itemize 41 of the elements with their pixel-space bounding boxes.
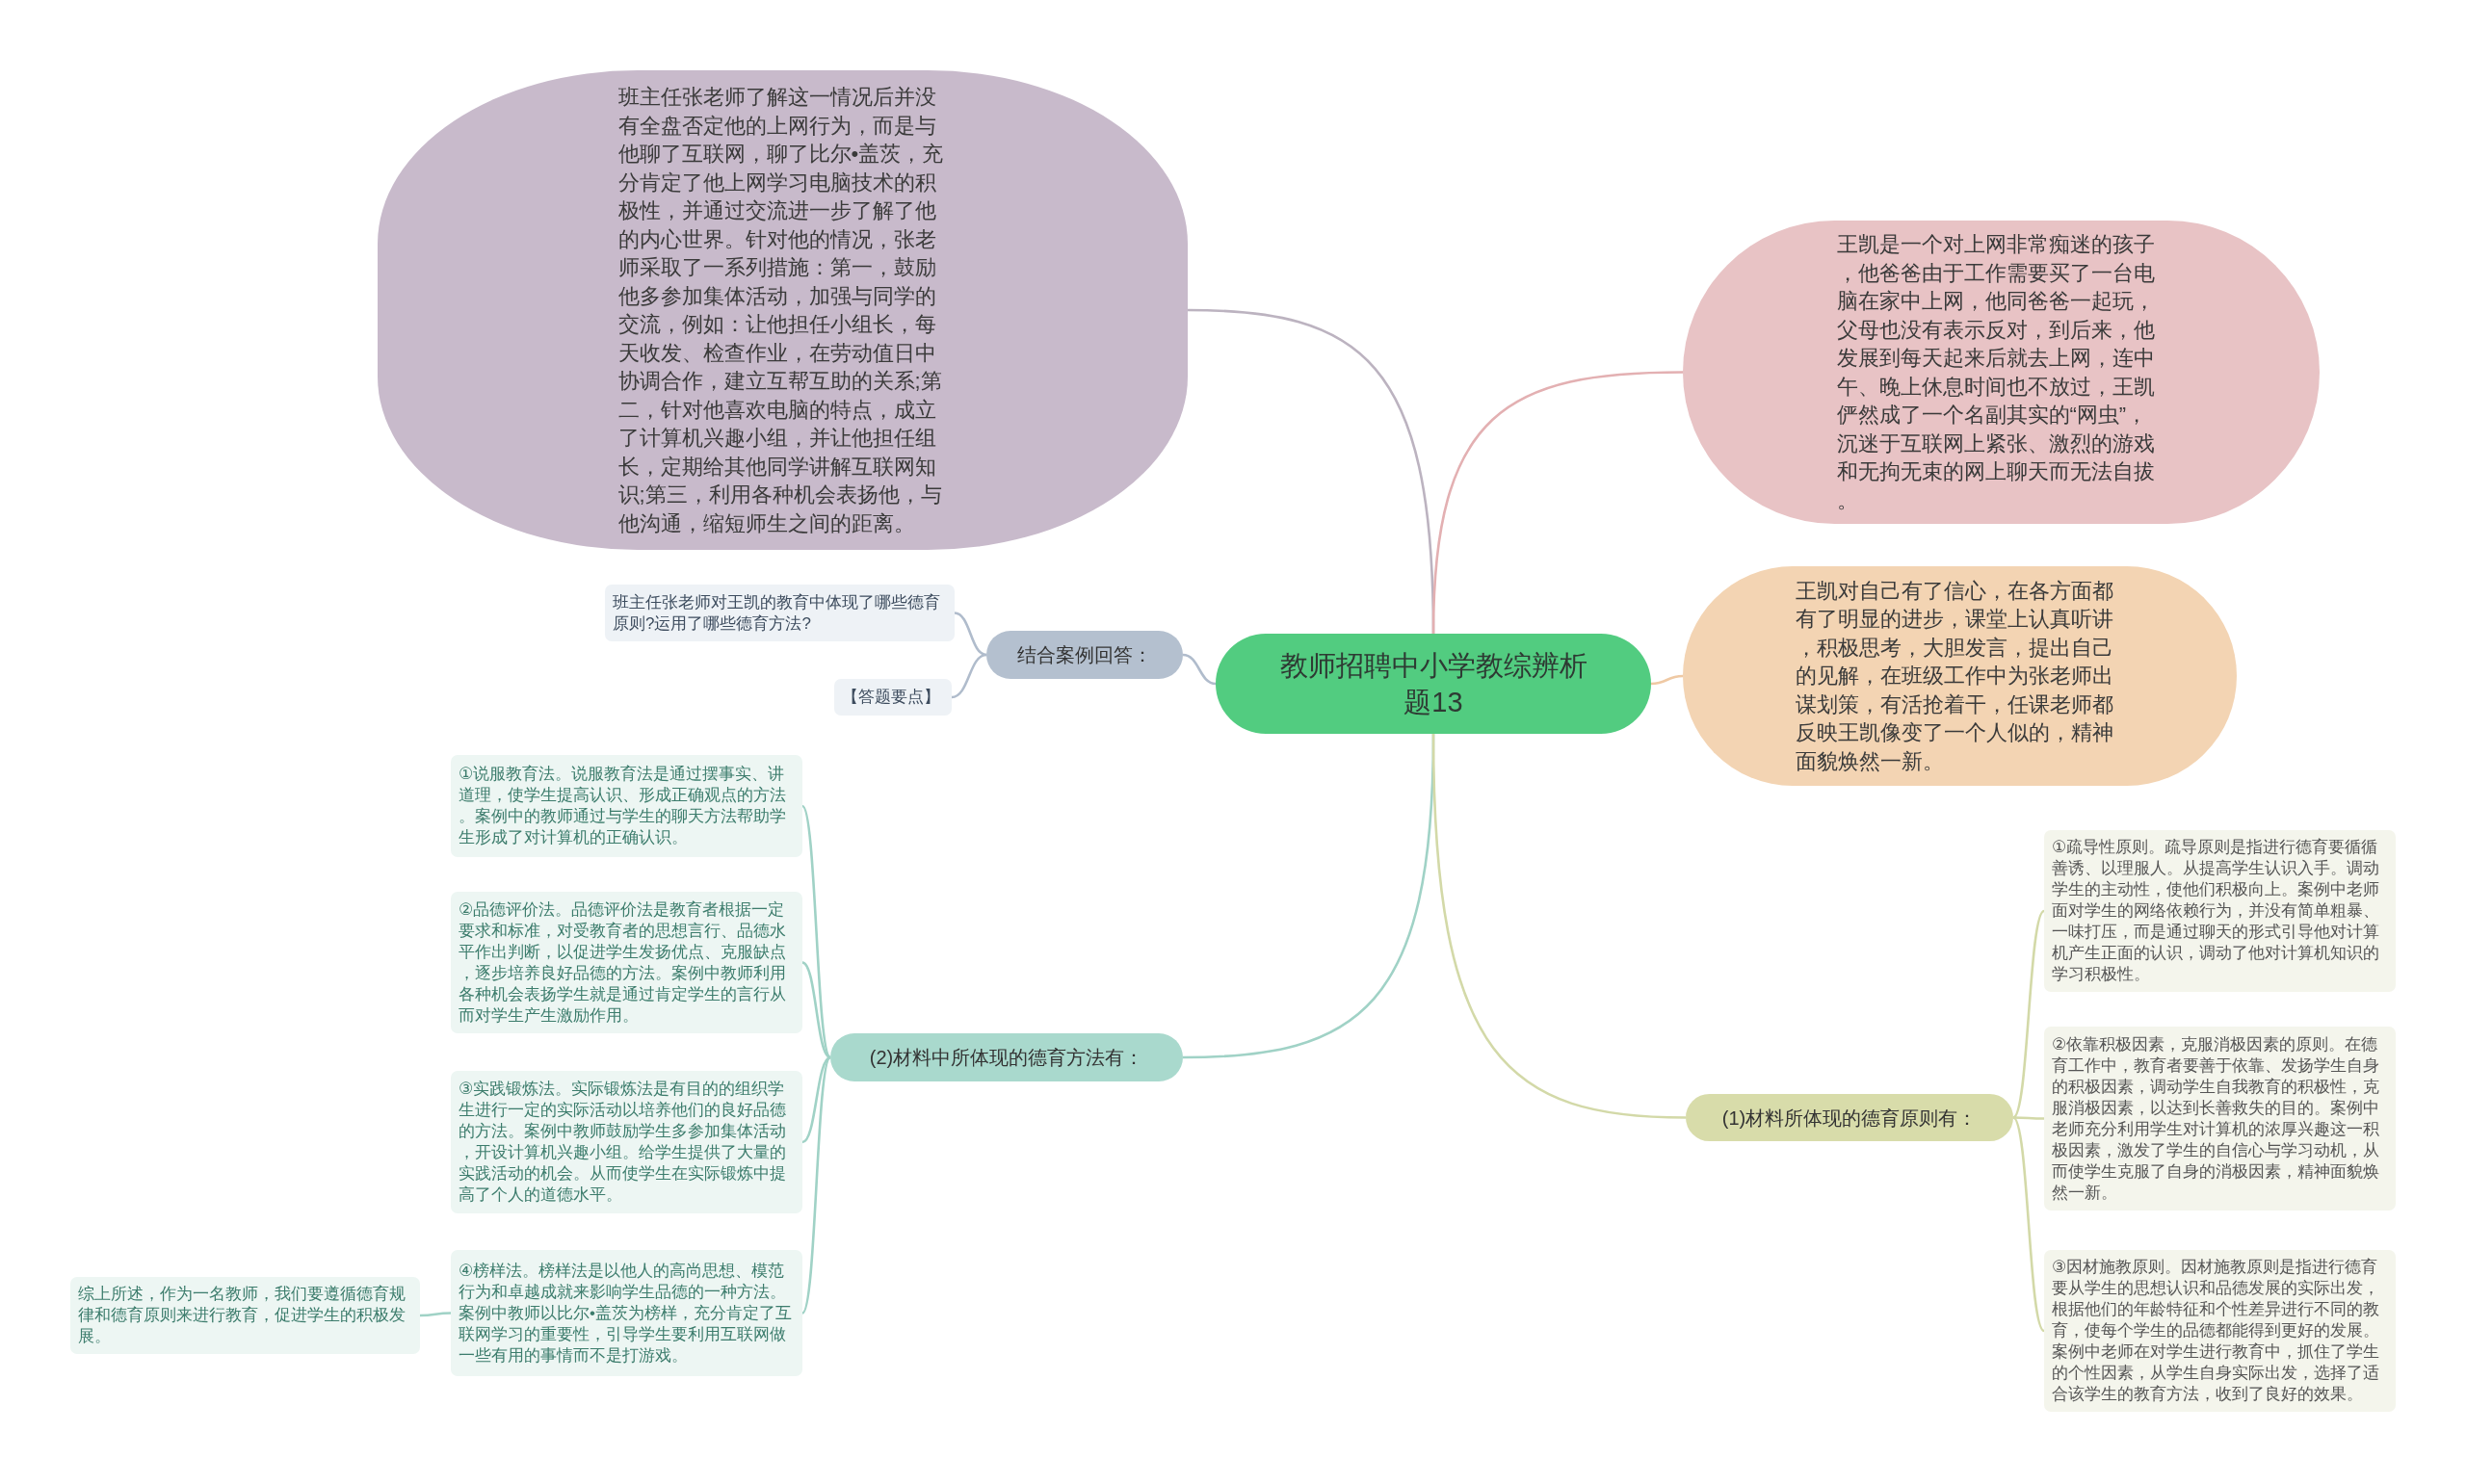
paragraph: 王凯是一个对上网非常痴迷的孩子，他爸爸由于工作需要买了一台电脑在家中上网，他同爸爸一起玩，父母也没有表示反对，到后来，他发展到每天起来后就去上网，连中午、晚上休息时间也不放过，王凯俨然成了一个名副其实的“网虫”，沉迷于互联网上紧张、激烈的游戏和无拘无束的网上聊天而无法自拔。 — [1836, 231, 2156, 514]
branch-line — [954, 612, 987, 657]
note-text: ①疏导性原则。疏导原则是指进行德育要循循善诱、以理服人。从提高学生认识入手。调动学生的主动性，使他们积极向上。案例中老师面对学生的网络依赖行为，并没有简单粗暴、一味打压，而是通过聊天的形式引导他对计算机产生正面的认识，调动了他对计算机知识的学习积极性。 — [2052, 837, 2380, 985]
branch-line — [2013, 1116, 2044, 1120]
note-text: 【答题要点】 — [842, 687, 941, 708]
note-text: ③因材施教原则。因材施教原则是指进行德育要从学生的思想认识和品德发展的实际出发，根据他们的年龄特征和个性差异进行不同的教育，使每个学生的品德都能得到更好的发展。案例中老师在对学生进行教育中，抓住了学生的个性因素，从学生自身实际出发，选择了适合该学生的教育方法，收到了良好的效果。 — [2052, 1257, 2380, 1405]
branch-line — [2012, 910, 2045, 1119]
note-text: ①说服教育法。说服教育法是通过摆事实、讲道理，使学生提高认识、形成正确观点的方法。案例中的教师通过与学生的聊天方法帮助学生形成了对计算机的正确认识。 — [459, 764, 787, 848]
note-card — [451, 892, 802, 1033]
note-card — [451, 1250, 802, 1376]
note-card — [451, 1071, 802, 1213]
paragraph: 班主任张老师了解这一情况后并没有全盘否定他的上网行为，而是与他聊了互联网，聊了比尔•盖茨，充分肯定了他上网学习电脑技术的积极性，并通过交流进一步了解了他的内心世界。针对他的情况，张老师采取了一系列措施：第一，鼓励他多参加集体活动，加强与同学的交流，例如：让他担任小组长，每天收发、检查作业，在劳动值日中协调合作，建立互帮互助的关系;第二，针对他喜欢电脑的特点，成立了计算机兴趣小组，并让他担任组长，定期给其他同学讲解互联网知识;第三，利用各种机会表扬他，与他沟通，缩短师生之间的距离。 — [617, 84, 945, 537]
note-card — [70, 1277, 420, 1354]
note-text: ④榜样法。榜样法是以他人的高尚思想、模范行为和卓越成就来影响学生品德的一种方法。案例中教师以比尔•盖茨为榜样，充分肯定了互联网学习的重要性，引导学生要利用互联网做一些有用的事情而不是打游戏。 — [459, 1260, 793, 1367]
note-card — [834, 679, 952, 716]
branch-line — [1182, 653, 1217, 686]
branch-topic — [1686, 1094, 2013, 1141]
branch-line — [420, 1312, 451, 1317]
note-text: ②品德评价法。品德评价法是教育者根据一定要求和标准，对受教育者的思想言行、品德水平作出判断，以促进学生发扬优点、克服缺点，逐步培养良好品德的方法。案例中教师利用各种机会表扬学生就是通过肯定学生的言行从而对学生产生激励作用。 — [459, 898, 787, 1027]
branch-line — [2012, 1116, 2045, 1332]
branch-line — [1431, 733, 1687, 1119]
branch-line — [800, 805, 832, 1058]
topic-title: 教师招聘中小学教综辨析题13 — [1278, 649, 1588, 719]
note-text: 综上所述，作为一名教师，我们要遵循德育规律和德育原则来进行教育，促进学生的积极发展。 — [78, 1284, 407, 1347]
branch-topic — [830, 1033, 1183, 1081]
note-text: 班主任张老师对王凯的教育中体现了哪些德育原则?运用了哪些德育方法? — [613, 591, 941, 635]
branch-line — [1650, 674, 1684, 686]
branch-line — [1431, 371, 1684, 635]
paragraph: 王凯对自己有了信心，在各方面都有了明显的进步，课堂上认真听讲，积极思考，大胆发言，提出自己的见解，在班级工作中为张老师出谋划策，有活抢着干，任课老师都反映王凯像变了一个人似的，精神面貌焕然一新。 — [1795, 577, 2114, 775]
note-text: ②依靠积极因素，克服消极因素的原则。在德育工作中，教育者要善于依靠、发扬学生自身的积极因素，调动学生自我教育的积极性，克服消极因素，以达到长善救失的目的。案例中老师充分利用学生对计算机的浓厚兴趣这一积极因素，激发了学生的自信心与学习动机，从而使学生克服了自身的消极因素，精神面貌焕然一新。 — [2052, 1033, 2380, 1204]
branch-title: 结合案例回答： — [1017, 643, 1152, 667]
branch-title: (1)材料所体现的德育原则有： — [1721, 1106, 1978, 1131]
note-card — [605, 585, 955, 641]
branch-line — [951, 653, 987, 699]
branch-line — [800, 1056, 832, 1315]
note-card — [451, 755, 802, 857]
branch-line — [801, 1055, 831, 1144]
branch-topic — [986, 631, 1183, 679]
branch-title: (2)材料中所体现的德育方法有： — [869, 1046, 1144, 1070]
branch-line — [801, 961, 831, 1059]
note-text: ③实践锻炼法。实际锻炼法是有目的的组织学生进行一定的实际活动以培养他们的良好品德的方法。案例中教师鼓励学生多参加集体活动，开设计算机兴趣小组。给学生提供了大量的实践活动的机会。从而使学生在实际锻炼中提高了个人的道德水平。 — [459, 1079, 787, 1206]
